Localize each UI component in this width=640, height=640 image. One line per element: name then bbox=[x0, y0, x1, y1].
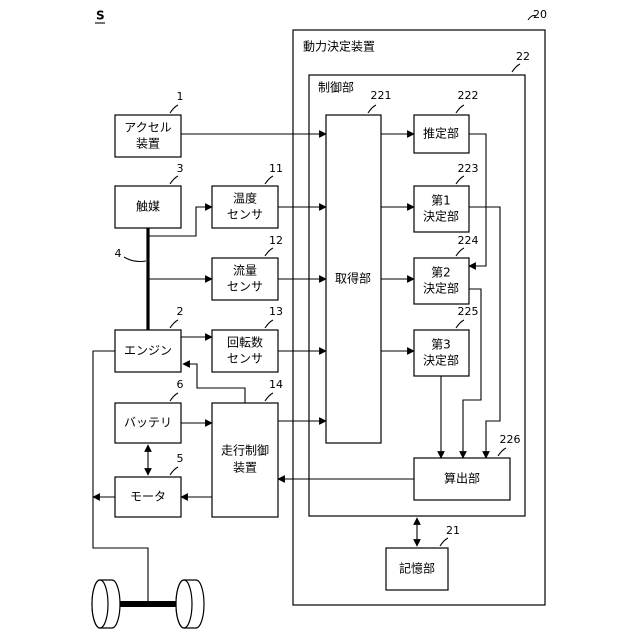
third-decision-line2: 決定部 bbox=[423, 353, 459, 368]
travel-control-line1: 走行制御 bbox=[221, 443, 269, 458]
ref-2: 2 bbox=[177, 305, 184, 318]
second-decision-line2: 決定部 bbox=[423, 281, 459, 296]
power-decision-device-title: 動力決定装置 bbox=[303, 39, 375, 54]
travel-control-line2: 装置 bbox=[233, 461, 257, 475]
ref-12-leader bbox=[265, 248, 273, 256]
ref-4: 4 bbox=[115, 247, 122, 260]
ref-11: 11 bbox=[269, 162, 283, 175]
flow-sensor-line1: 流量 bbox=[233, 264, 257, 278]
third-decision-line1: 第3 bbox=[431, 338, 451, 352]
ref-13-leader bbox=[265, 320, 273, 328]
ref-221: 221 bbox=[371, 89, 392, 102]
ref-222: 222 bbox=[458, 89, 479, 102]
ref-20: 20 bbox=[533, 8, 547, 21]
control-unit-title: 制御部 bbox=[318, 80, 354, 95]
ref-1-leader bbox=[170, 105, 178, 113]
accelerator-line1: アクセル bbox=[124, 121, 171, 135]
temperature-sensor-line1: 温度 bbox=[233, 191, 257, 206]
ref-6: 6 bbox=[177, 378, 184, 391]
ref-3-leader bbox=[170, 176, 178, 184]
storage-unit-label: 記憶部 bbox=[399, 561, 435, 576]
ref-2-leader bbox=[170, 320, 178, 328]
ref-5: 5 bbox=[177, 452, 184, 465]
left-wheel-icon bbox=[92, 580, 120, 628]
motor-label: モータ bbox=[130, 490, 166, 504]
first-decision-line1: 第1 bbox=[431, 194, 451, 208]
ref-224: 224 bbox=[458, 234, 479, 247]
ref-225: 225 bbox=[458, 305, 479, 318]
battery-label: バッテリ bbox=[124, 416, 172, 430]
ref-223: 223 bbox=[458, 162, 479, 175]
ref-12: 12 bbox=[269, 234, 283, 247]
temperature-sensor-line2: センサ bbox=[227, 208, 263, 222]
ref-226: 226 bbox=[500, 433, 521, 446]
right-wheel-icon bbox=[176, 580, 204, 628]
ref-5-leader bbox=[170, 467, 178, 475]
rpm-sensor-line2: センサ bbox=[227, 352, 263, 366]
ref-6-leader bbox=[170, 393, 178, 401]
ref-14-leader bbox=[265, 393, 273, 401]
ref-11-leader bbox=[265, 176, 273, 184]
accelerator-line2: 装置 bbox=[136, 137, 160, 151]
acquisition-unit-label: 取得部 bbox=[335, 271, 371, 286]
flow-sensor-line2: センサ bbox=[227, 280, 263, 294]
ref-22: 22 bbox=[516, 50, 530, 63]
first-decision-line2: 決定部 bbox=[423, 209, 459, 224]
estimation-unit-label: 推定部 bbox=[423, 126, 459, 141]
ref-13: 13 bbox=[269, 305, 283, 318]
calculation-unit-label: 算出部 bbox=[444, 471, 480, 486]
rpm-sensor-line1: 回転数 bbox=[227, 335, 263, 350]
second-decision-line1: 第2 bbox=[431, 266, 451, 280]
engine-label: エンジン bbox=[124, 344, 172, 358]
catalyst-label: 触媒 bbox=[136, 200, 160, 214]
ref-4-leader bbox=[124, 257, 146, 262]
ref-21: 21 bbox=[446, 524, 460, 537]
ref-1: 1 bbox=[177, 90, 184, 103]
ref-3: 3 bbox=[177, 162, 184, 175]
system-label: S bbox=[96, 9, 105, 23]
axle bbox=[114, 601, 182, 607]
ref-14: 14 bbox=[269, 378, 283, 391]
